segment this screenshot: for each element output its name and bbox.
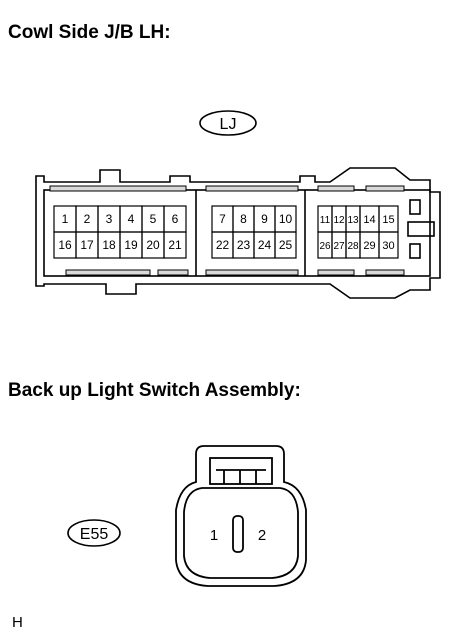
- lj-pin-10: 10: [279, 212, 293, 226]
- e55-pin-2: 2: [258, 527, 266, 544]
- lj-pin-9: 9: [261, 212, 268, 226]
- lj-pin-16: 16: [58, 238, 72, 252]
- lj-pin-1: 1: [62, 212, 69, 226]
- lj-pin-18: 18: [102, 238, 116, 252]
- connector-code-lj-text: LJ: [220, 116, 237, 133]
- lj-pin-20: 20: [146, 238, 160, 252]
- lj-pin-23: 23: [237, 238, 251, 252]
- lj-pin-2: 2: [84, 212, 91, 226]
- e55-pin-1: 1: [210, 527, 218, 544]
- lj-pin-5: 5: [150, 212, 157, 226]
- lj-pin-21: 21: [168, 238, 182, 252]
- lj-pin-14: 14: [363, 214, 375, 226]
- lj-pin-29: 29: [363, 240, 375, 252]
- lj-pin-7: 7: [219, 212, 226, 226]
- lj-pin-25: 25: [279, 238, 293, 252]
- lj-pin-15: 15: [382, 214, 394, 226]
- lj-pin-24: 24: [258, 238, 272, 252]
- lj-pin-26: 26: [319, 241, 331, 252]
- connector-code-lj: LJ: [199, 110, 257, 136]
- lj-pin-3: 3: [106, 212, 113, 226]
- lj-pin-8: 8: [240, 212, 247, 226]
- lj-pin-13: 13: [347, 215, 359, 226]
- lj-pin-cell-30: [378, 231, 399, 259]
- lj-pin-22: 22: [216, 238, 230, 252]
- lj-pin-6: 6: [172, 212, 179, 226]
- lj-pin-30: 30: [382, 240, 394, 252]
- lj-pin-19: 19: [124, 238, 138, 252]
- lj-pin-grid: 1162173184195206217228239241025112612271…: [53, 205, 399, 259]
- connector-code-e55: E55: [67, 519, 121, 547]
- lj-slots: [49, 185, 405, 276]
- e55-connector-body: [175, 445, 307, 587]
- lj-pin-12: 12: [333, 215, 345, 226]
- footer-note: H: [12, 614, 23, 631]
- connector-code-e55-text: E55: [80, 526, 109, 543]
- heading-cowl-side-jb: Cowl Side J/B LH:: [8, 22, 171, 43]
- lj-pin-17: 17: [80, 238, 94, 252]
- lj-pin-4: 4: [128, 212, 135, 226]
- lj-pin-cell-25: [274, 231, 297, 259]
- lj-pin-11: 11: [320, 215, 331, 226]
- lj-pin-cell-21: [163, 231, 187, 259]
- lj-pin-27: 27: [333, 241, 345, 252]
- heading-backup-light-switch: Back up Light Switch Assembly:: [8, 380, 301, 401]
- lj-pin-28: 28: [347, 241, 359, 252]
